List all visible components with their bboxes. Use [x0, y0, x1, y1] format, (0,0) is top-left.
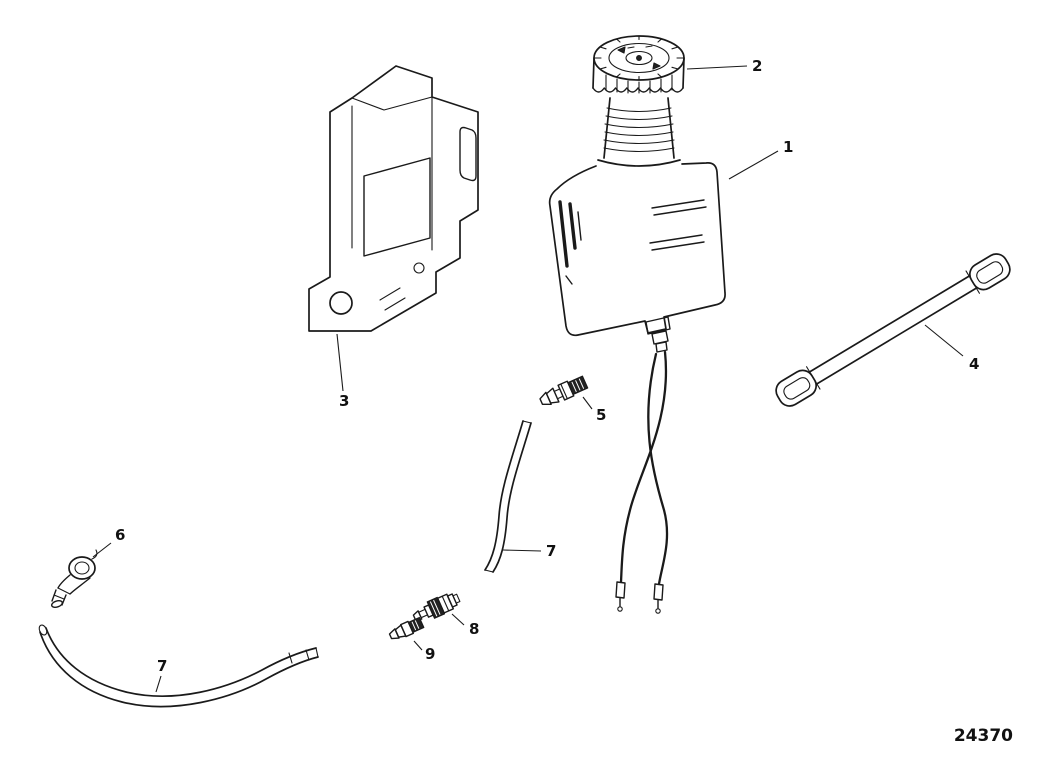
callout-4-label: 4 — [969, 355, 979, 373]
callout-7-upper: 7 — [502, 542, 556, 560]
callouts: 1 2 3 4 5 6 7 7 — [92, 57, 979, 693]
callout-2: 2 — [686, 57, 762, 75]
callout-7-upper-label: 7 — [546, 542, 556, 560]
leader-line-7-upper — [502, 549, 542, 552]
leader-line-5 — [582, 396, 593, 410]
callout-3-label: 3 — [339, 392, 349, 410]
leader-line-4 — [924, 324, 964, 357]
barb-fitting-5-drawing — [539, 375, 589, 406]
quick-connector-8-drawing — [412, 593, 461, 621]
callout-5-label: 5 — [596, 406, 606, 424]
drawing-number: 24370 — [954, 726, 1013, 746]
reservoir-cap-drawing — [592, 35, 685, 94]
hose-lower-drawing — [38, 624, 319, 708]
callout-2-label: 2 — [752, 57, 762, 75]
callout-5: 5 — [582, 396, 606, 424]
callout-7-lower-label: 7 — [157, 657, 167, 675]
retainer-strap-drawing — [775, 253, 1011, 407]
leader-line-1 — [728, 150, 779, 180]
elbow-connector-6-drawing — [50, 549, 98, 609]
callout-1: 1 — [728, 138, 793, 180]
barb-fitting-9-drawing — [388, 616, 425, 640]
callout-7-lower: 7 — [155, 657, 167, 693]
mounting-bracket-drawing — [308, 65, 479, 332]
leader-line-2 — [686, 65, 748, 70]
callout-9-label: 9 — [425, 645, 435, 663]
callout-3: 3 — [336, 333, 349, 410]
leader-line-8 — [451, 613, 465, 626]
leader-line-9 — [413, 640, 423, 651]
callout-1-label: 1 — [783, 138, 793, 156]
callout-8: 8 — [451, 613, 479, 638]
callout-9: 9 — [413, 640, 435, 663]
hose-upper-drawing — [484, 420, 532, 573]
leader-line-7-lower — [155, 675, 162, 693]
callout-8-label: 8 — [469, 620, 479, 638]
callout-6: 6 — [92, 526, 125, 558]
callout-6-label: 6 — [115, 526, 125, 544]
leader-line-3 — [336, 333, 344, 392]
leader-line-6 — [92, 542, 112, 558]
callout-4: 4 — [924, 324, 979, 373]
reservoir-bottle-drawing — [548, 97, 726, 614]
